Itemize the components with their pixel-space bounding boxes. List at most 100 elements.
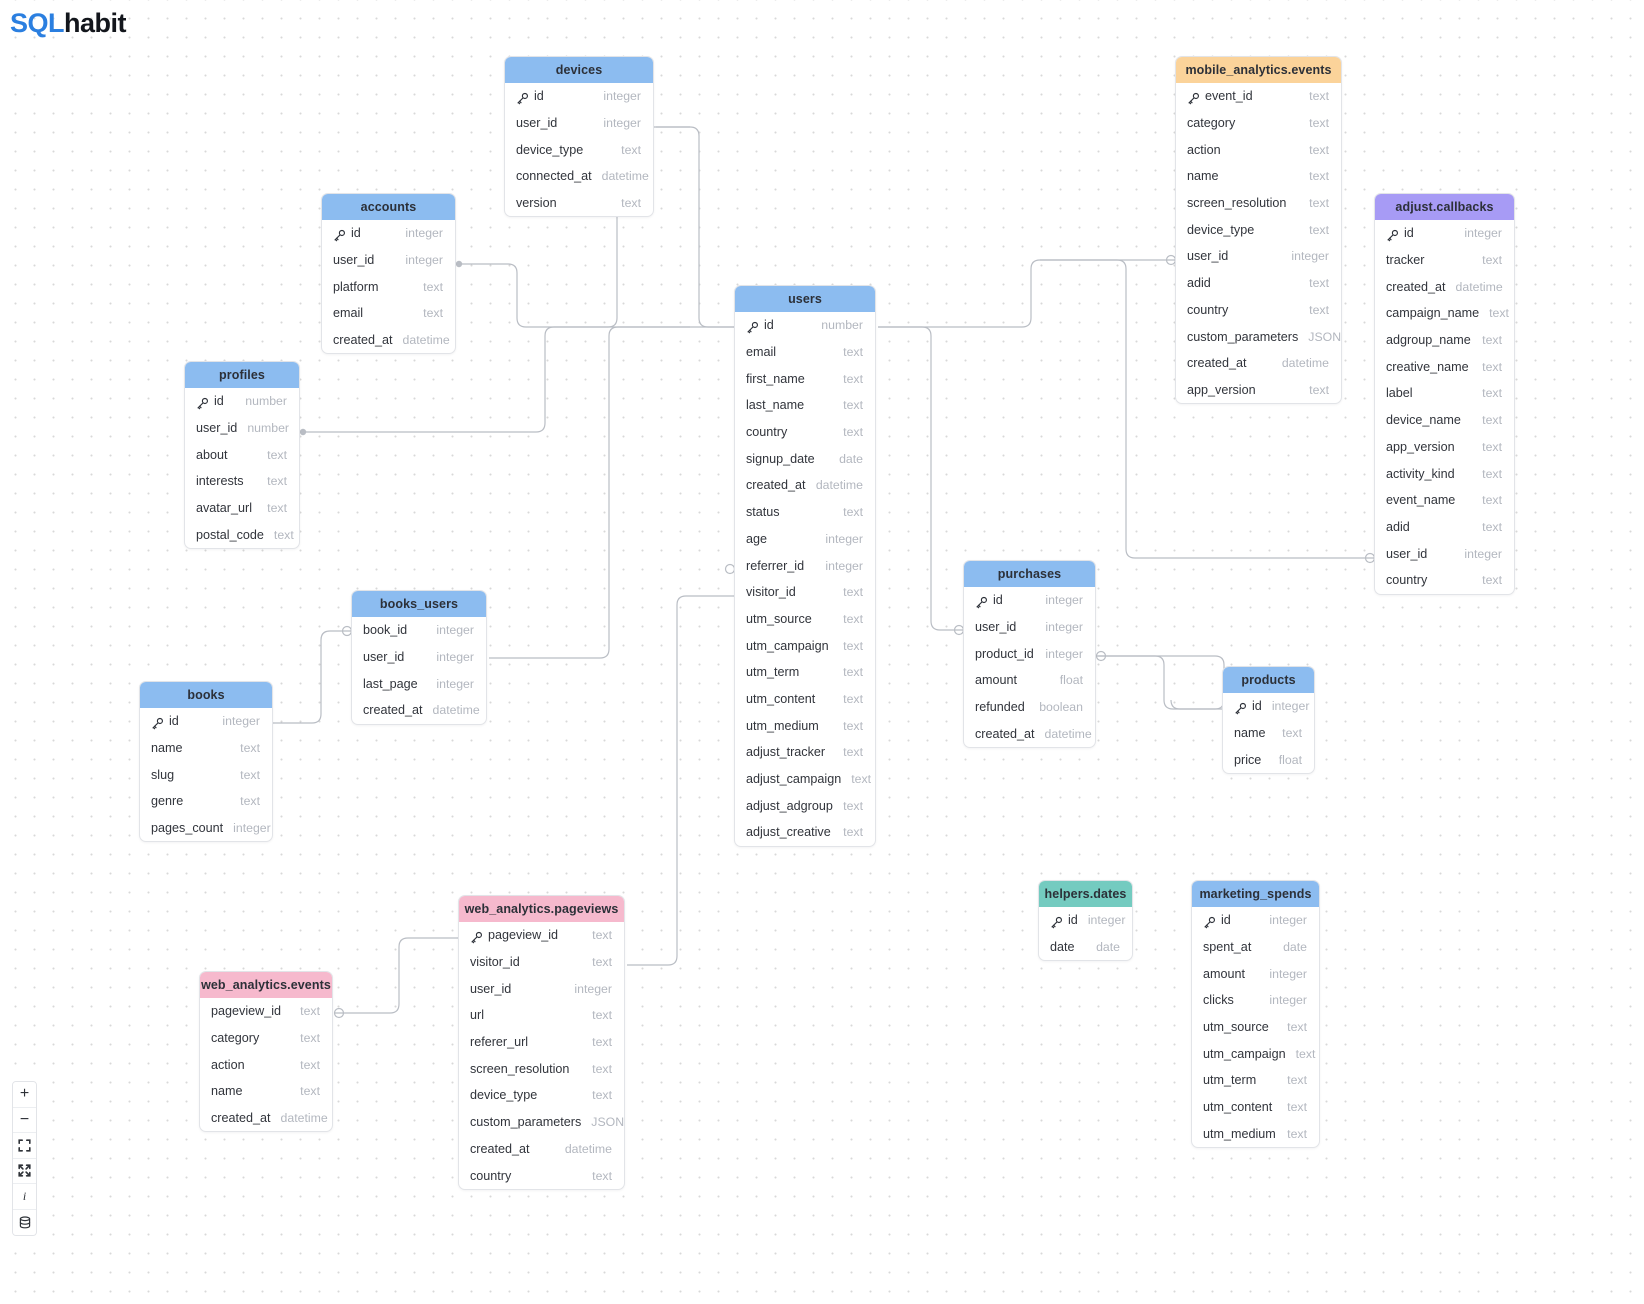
table-header-web_analytics_events[interactable]: web_analytics.events	[200, 972, 332, 998]
table-header-books[interactable]: books	[140, 682, 272, 708]
table-header-marketing_spends[interactable]: marketing_spends	[1192, 881, 1319, 907]
database-button[interactable]	[13, 1209, 36, 1235]
table-header-accounts[interactable]: accounts	[322, 194, 455, 220]
table-header-adjust_callbacks[interactable]: adjust.callbacks	[1375, 194, 1514, 220]
table-header-users[interactable]: users	[735, 286, 875, 312]
table-header-helpers_dates[interactable]: helpers.dates	[1039, 881, 1132, 907]
expand-button[interactable]	[13, 1158, 36, 1184]
table-header-books_users[interactable]: books_users	[352, 591, 486, 617]
zoom-in-button[interactable]: +	[13, 1082, 36, 1108]
table-header-mobile_analytics_events[interactable]: mobile_analytics.events	[1176, 57, 1341, 83]
table-header-products[interactable]: products	[1223, 667, 1314, 693]
table-header-profiles[interactable]: profiles	[185, 362, 299, 388]
canvas-toolbar[interactable]: + − i	[12, 1081, 37, 1236]
